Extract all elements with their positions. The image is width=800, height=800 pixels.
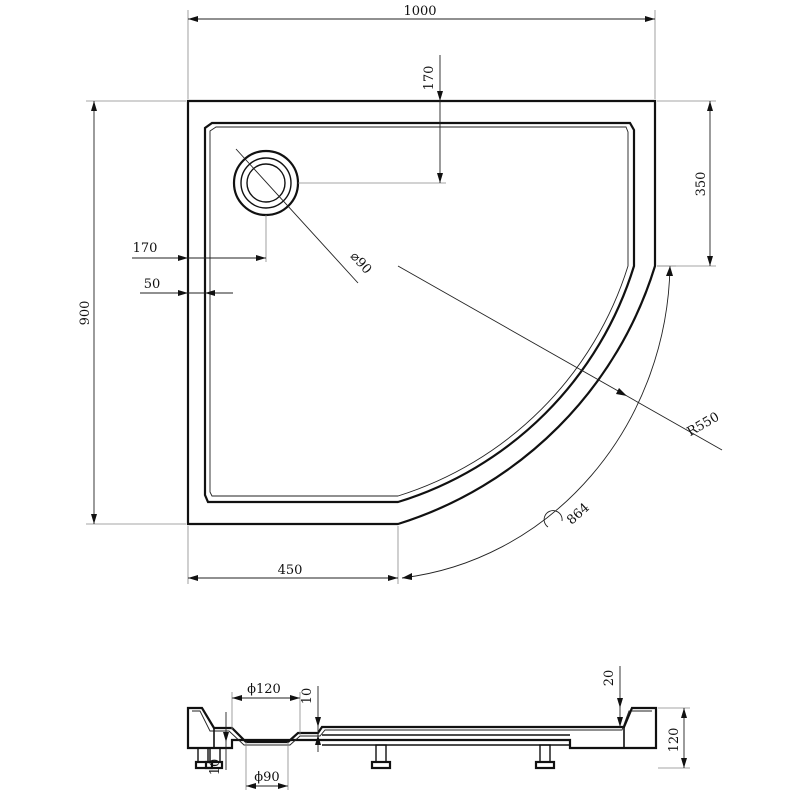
rim-offset-arrow-2 [205, 290, 215, 296]
radius-arrow [616, 388, 627, 396]
front-straight-arrow-left [188, 575, 198, 581]
tray-section-inner [192, 710, 652, 746]
drain-outer-ring [232, 149, 300, 217]
front-straight-label: 450 [278, 563, 303, 578]
tray-outer-outline [186, 99, 657, 526]
drain-left-offset-label: 170 [133, 241, 158, 256]
arc-length-dimension-arc [401, 265, 671, 579]
drain-middle-ring [240, 157, 292, 209]
depth-arrow-bottom [91, 514, 97, 524]
depth-label: 900 [78, 301, 93, 326]
drain-top-offset-arrow [437, 91, 443, 101]
drain-hole-label: ϕ90 [254, 770, 279, 785]
arc-length-arrow-top [666, 266, 673, 276]
adjustable-foot-middle [370, 744, 392, 770]
outlet-depth-label: 10 [300, 688, 315, 705]
adjustable-foot-left-2 [204, 747, 224, 770]
straight-side-arrow-top [707, 101, 713, 111]
radius-label: R550 [685, 410, 722, 440]
drain-inner-ring [246, 163, 286, 203]
rim-offset-arrow [178, 290, 188, 296]
drain-left-offset-arrow-2 [256, 255, 266, 261]
rim-offset-label: 50 [144, 277, 161, 292]
drain-left-offset-arrow [178, 255, 188, 261]
straight-side-arrow-bottom [707, 256, 713, 266]
rim-height-label: 20 [602, 670, 617, 687]
depth-arrow-top [91, 101, 97, 111]
drain-top-offset-arrow-2 [437, 173, 443, 183]
outlet-diameter-label: ϕ120 [247, 682, 281, 697]
straight-side-label: 350 [694, 172, 709, 197]
arc-length-label: 864 [564, 500, 592, 528]
tray-section-profile [186, 706, 658, 750]
arc-length-arrow-bottom [402, 573, 412, 580]
width-arrow-right [645, 16, 655, 22]
adjustable-foot-right [534, 744, 556, 770]
bottom-depth-label: 10 [208, 759, 223, 776]
drain-diameter-leader [235, 148, 359, 284]
drain-diameter-label: ⌀90 [347, 249, 374, 277]
width-label: 1000 [403, 4, 436, 19]
plan-view: ⌀90 1000 900 170 350 170 [78, 4, 723, 584]
total-height-label: 120 [667, 728, 682, 753]
drain-top-offset-label: 170 [422, 66, 437, 91]
tray-section-fill-left [187, 707, 215, 749]
front-straight-arrow-right [388, 575, 398, 581]
tray-basin-inner-line [209, 126, 629, 497]
width-arrow-left [188, 16, 198, 22]
section-view: ϕ120 10 10 ϕ90 20 120 [186, 666, 690, 790]
drain [232, 149, 300, 217]
adjustable-foot-left-1 [194, 747, 214, 770]
arc-length-symbol [543, 510, 563, 528]
tray-section-fill-right [623, 707, 657, 749]
tray-basin-outline [203, 121, 636, 504]
radius-leader [397, 265, 723, 451]
